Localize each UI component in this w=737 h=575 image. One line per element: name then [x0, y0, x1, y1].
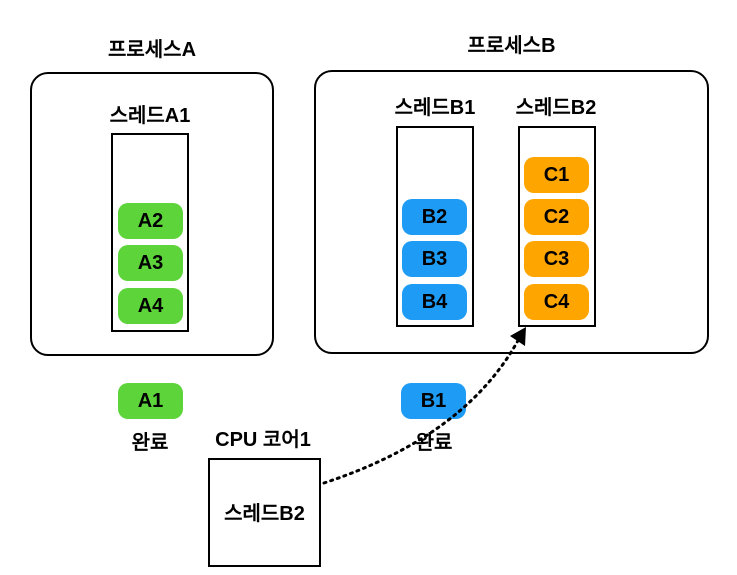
schedule-arrow-line [322, 331, 524, 485]
task-c1: C1 [524, 157, 589, 193]
completed-label-b1: 완료 [415, 432, 453, 454]
thread-b2-title: 스레드B2 [515, 97, 597, 119]
task-c3: C3 [524, 241, 589, 277]
task-b4: B4 [402, 284, 467, 320]
task-b2: B2 [402, 199, 467, 235]
cpu-core-box [208, 458, 321, 567]
schedule-arrow-head [510, 327, 526, 346]
completed-label-a1: 완료 [131, 432, 169, 454]
cpu-core-running-thread: 스레드B2 [224, 503, 305, 525]
cpu-core-title: CPU 코어1 [215, 429, 311, 451]
task-c2: C2 [524, 199, 589, 235]
task-b3: B3 [402, 241, 467, 277]
task-c4: C4 [524, 284, 589, 320]
thread-b1-title: 스레드B1 [394, 97, 476, 119]
task-a2: A2 [118, 203, 183, 239]
process-a-title: 프로세스A [107, 39, 197, 61]
task-a3: A3 [118, 245, 183, 281]
task-a1-completed: A1 [118, 383, 183, 419]
process-b-title: 프로세스B [467, 35, 556, 57]
thread-a1-title: 스레드A1 [109, 105, 191, 127]
process-b-box [314, 70, 709, 354]
task-a4: A4 [118, 288, 183, 324]
